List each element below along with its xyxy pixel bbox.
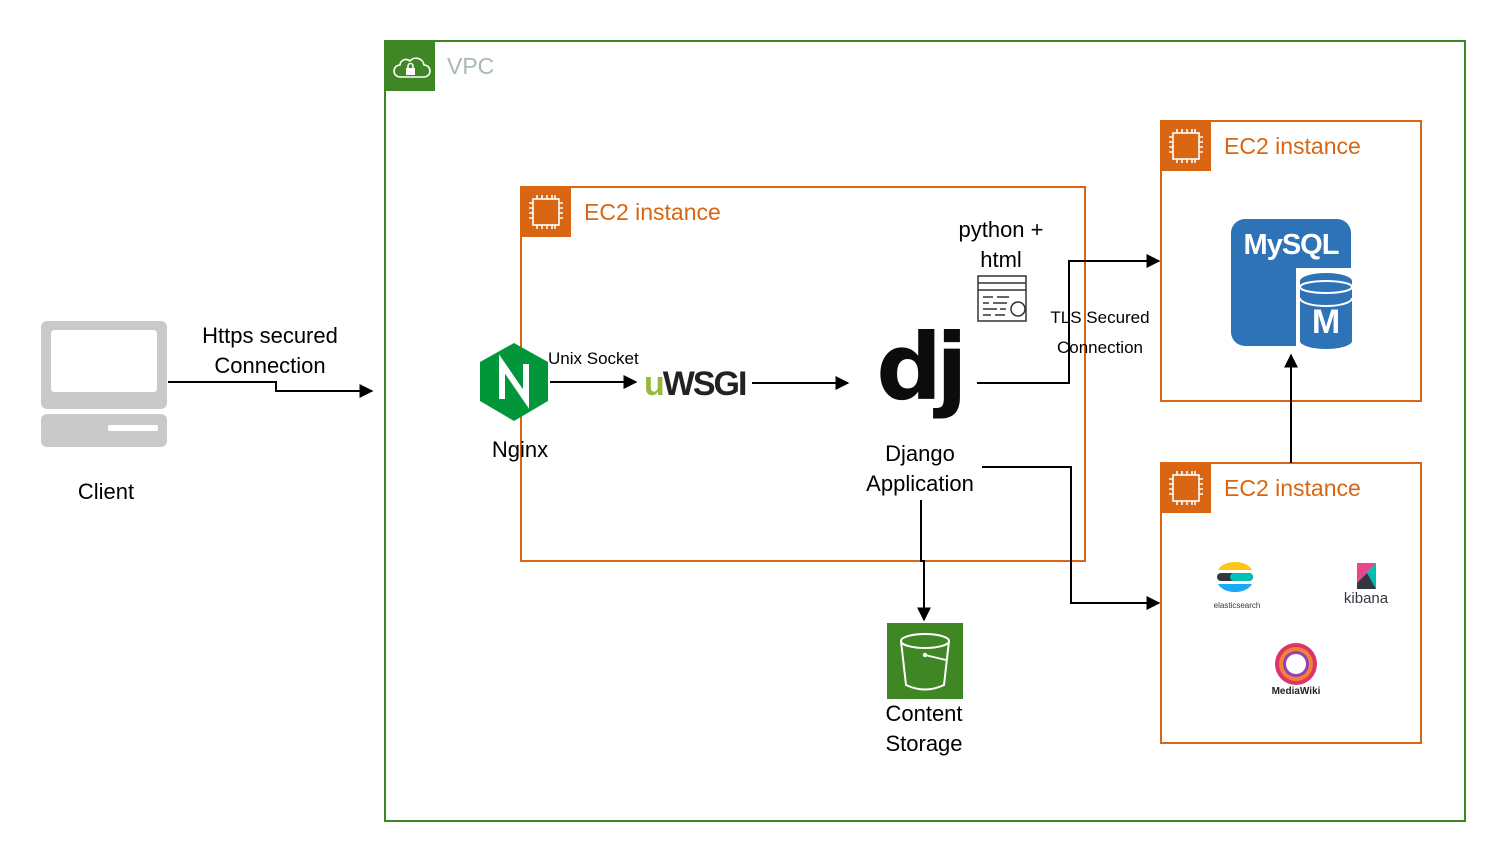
vpc-cloud-lock-icon (393, 57, 431, 78)
nginx-logo-icon (480, 343, 548, 421)
uwsgi-logo-icon: uWSGI (644, 364, 754, 404)
connector-django-search (982, 466, 1161, 610)
vpc-boundary (384, 40, 1466, 822)
code-label-line2: html (980, 247, 1022, 272)
ec2-web-label: EC2 instance (584, 199, 721, 225)
ec2-web-icon-bg (521, 187, 571, 237)
ec2-chip-icon (1169, 129, 1203, 163)
mediawiki-label: MediaWiki (1271, 686, 1321, 697)
elasticsearch-logo-icon (1217, 561, 1253, 593)
nginx-label: Nginx (491, 437, 549, 462)
connector-client-vpc (168, 381, 374, 398)
kibana-label: kibana (1343, 590, 1389, 607)
mysql-badge-letter: M (1311, 303, 1341, 341)
django-logo-icon: dj (876, 314, 967, 421)
uwsgi-prefix: u (644, 365, 665, 403)
django-label-line1: Django (885, 441, 955, 466)
ec2-chip-icon (1169, 471, 1203, 505)
uwsgi-suffix: WSGI (662, 365, 748, 403)
storage-label-line2: Storage (885, 731, 963, 756)
django-label-line2: Application (866, 471, 974, 496)
mediawiki-logo-icon (1275, 643, 1317, 685)
code-file-icon (977, 275, 1027, 322)
tls-label-line1: TLS Secured (1050, 308, 1150, 327)
tls-label-line2: Connection (1056, 338, 1143, 357)
laptop-icon (41, 321, 167, 447)
ec2-search-icon-bg (1161, 463, 1211, 513)
ec2-search-label: EC2 instance (1224, 475, 1361, 501)
code-label-line1: python + (958, 217, 1044, 242)
kibana-logo-icon (1357, 563, 1376, 589)
storage-label-line1: Content (885, 701, 963, 726)
https-label-line2: Connection (214, 353, 326, 378)
ec2-db-label: EC2 instance (1224, 133, 1361, 159)
unix-socket-label: Unix Socket (548, 347, 648, 371)
connector-django-storage (917, 500, 931, 622)
vpc-label: VPC (447, 53, 495, 79)
ec2-chip-icon (529, 195, 563, 229)
https-label-line1: Https secured (202, 323, 338, 348)
mysql-icon (1231, 219, 1354, 350)
connector-django-mysql (977, 254, 1161, 384)
ec2-db-icon-bg (1161, 121, 1211, 171)
client-label: Client (77, 479, 135, 504)
mysql-logo-text: MySQL (1243, 229, 1340, 261)
elasticsearch-label: elasticsearch (1213, 601, 1261, 610)
s3-bucket-icon (887, 623, 963, 699)
